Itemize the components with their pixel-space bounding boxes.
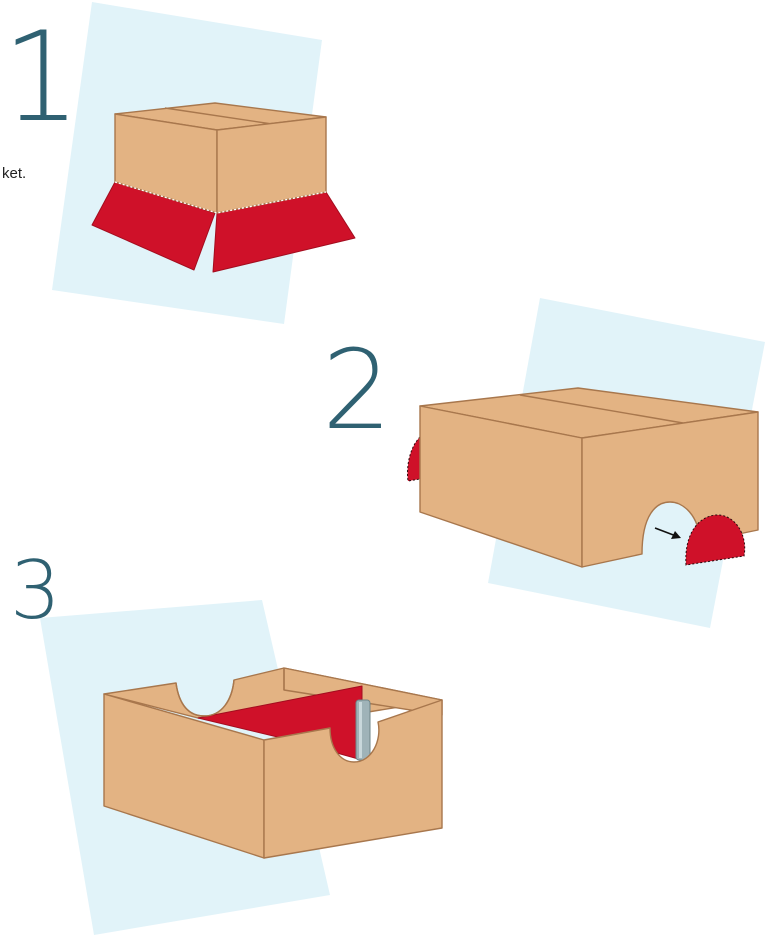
step-3-tray-front-right	[263, 699, 443, 859]
step-1-caption: ket.	[2, 165, 26, 182]
step-3-tray	[103, 667, 443, 859]
step-3-clip	[355, 699, 371, 761]
step-2-red-half-disc	[685, 514, 746, 566]
step-1-box	[91, 102, 356, 273]
step-2-arrow	[654, 527, 677, 537]
step-1-panel: 1 ket.	[2, 2, 356, 324]
step-3-number: 3	[10, 544, 61, 637]
step-2-box	[407, 387, 759, 568]
step-1-number: 1	[2, 6, 81, 150]
step-3-panel: 3	[10, 544, 443, 935]
step-2-left-half-disc	[407, 435, 421, 482]
step-2-number: 2	[322, 326, 392, 454]
step-1-perforation	[114, 181, 327, 214]
step-2-panel: 2	[322, 298, 765, 628]
step-2-arrow-head	[671, 531, 681, 539]
